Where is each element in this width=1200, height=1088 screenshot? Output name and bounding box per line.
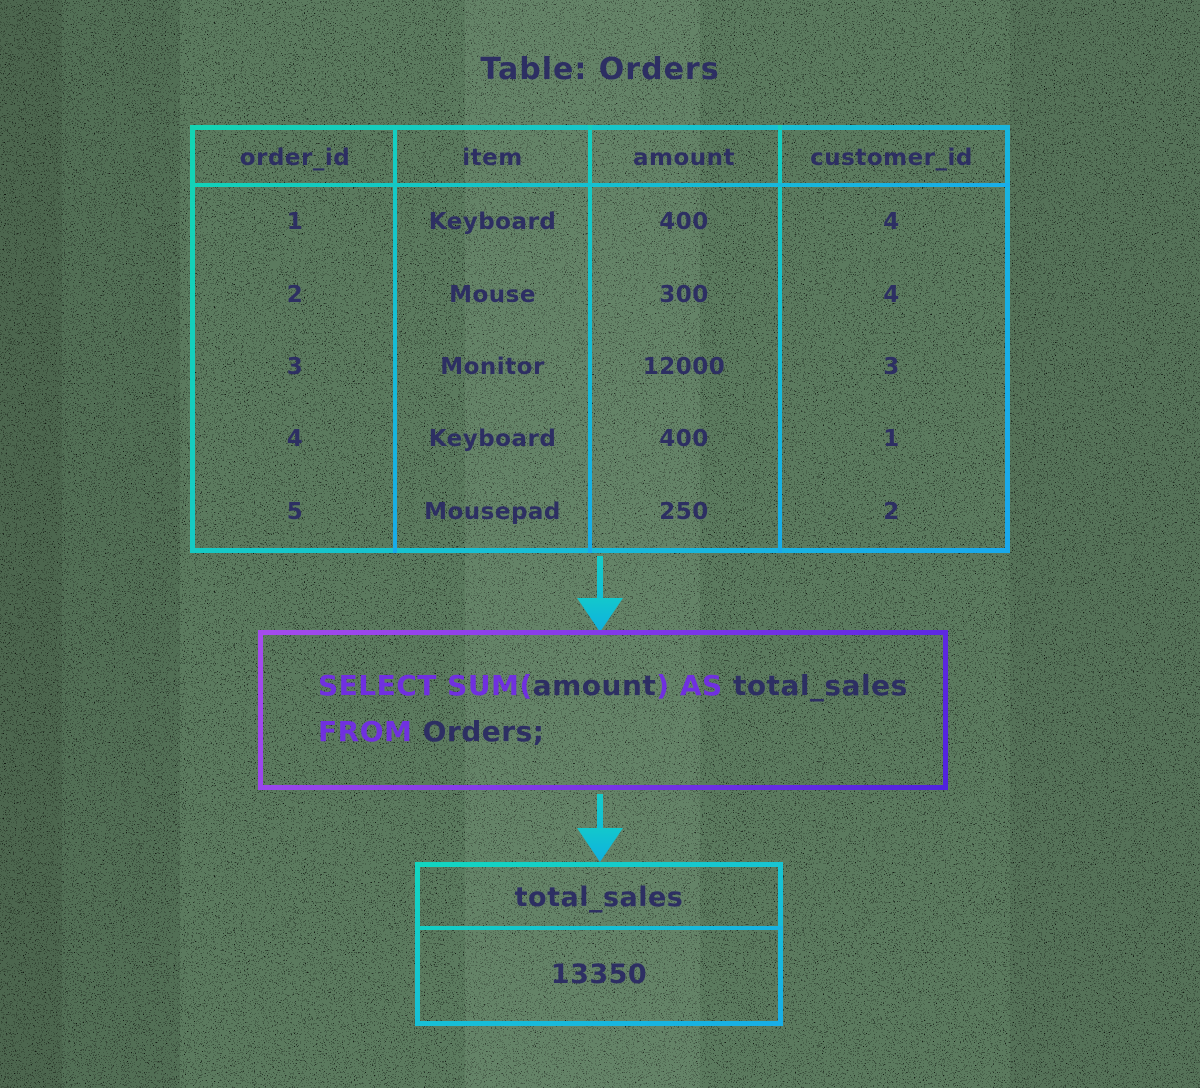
arrow-down-icon <box>575 794 625 862</box>
result-value: 13350 <box>550 958 648 990</box>
column-header-order-id: order_id <box>239 145 351 171</box>
arrow-shaft <box>597 556 603 598</box>
sql-query-text: SELECT SUM(amount) AS total_sales FROM O… <box>318 663 908 755</box>
table-cell-item: Mouse <box>449 281 536 308</box>
arrow-head <box>577 598 623 632</box>
table-cell-amount: 400 <box>659 209 709 236</box>
table-cell-item: Keyboard <box>428 426 557 453</box>
sql-line-2: FROM Orders; <box>318 709 908 755</box>
sql-keyword: FROM <box>318 715 423 748</box>
arrow-shaft <box>597 794 603 828</box>
table-cell-order-id: 2 <box>286 281 304 308</box>
result-header-divider <box>415 926 783 930</box>
table-cell-customer-id: 3 <box>883 353 900 380</box>
table-cell-order-id: 1 <box>286 209 304 236</box>
column-header-amount: amount <box>632 145 736 171</box>
sql-line-1: SELECT SUM(amount) AS total_sales <box>318 663 908 709</box>
sql-keyword: ) AS <box>656 669 733 702</box>
page-title: Table: Orders <box>480 52 720 87</box>
column-divider <box>778 125 782 553</box>
arrow-head <box>577 828 623 862</box>
table-cell-order-id: 5 <box>286 498 304 525</box>
column-header-item: item <box>462 145 523 171</box>
sql-identifier: amount <box>532 669 657 702</box>
sql-keyword: SELECT SUM( <box>318 669 533 702</box>
orders-table: order_id item amount customer_id 1 Keybo… <box>190 125 1010 553</box>
result-table: total_sales 13350 <box>415 862 783 1026</box>
arrow-down-icon <box>575 556 625 632</box>
table-cell-customer-id: 2 <box>883 498 900 525</box>
background-band <box>0 0 62 1088</box>
table-cell-order-id: 4 <box>286 426 304 453</box>
table-cell-amount: 400 <box>659 426 709 453</box>
table-cell-customer-id: 1 <box>883 426 900 453</box>
column-header-customer-id: customer_id <box>810 145 973 171</box>
sql-query-box <box>258 630 948 790</box>
table-cell-order-id: 3 <box>286 353 304 380</box>
table-cell-customer-id: 4 <box>883 281 900 308</box>
column-divider <box>393 125 397 553</box>
column-divider <box>588 125 592 553</box>
header-row-divider <box>190 183 1010 187</box>
table-cell-item: Keyboard <box>428 209 557 236</box>
result-column-header: total_sales <box>514 881 684 913</box>
table-cell-amount: 300 <box>659 281 709 308</box>
background-band <box>62 0 180 1088</box>
table-cell-item: Mousepad <box>424 498 561 525</box>
background-band <box>1010 0 1200 1088</box>
table-cell-item: Monitor <box>440 353 545 380</box>
table-cell-amount: 250 <box>659 498 709 525</box>
table-cell-customer-id: 4 <box>883 209 900 236</box>
table-cell-amount: 12000 <box>642 353 726 380</box>
sql-identifier: total_sales <box>732 669 908 702</box>
sql-identifier: Orders; <box>422 715 545 748</box>
